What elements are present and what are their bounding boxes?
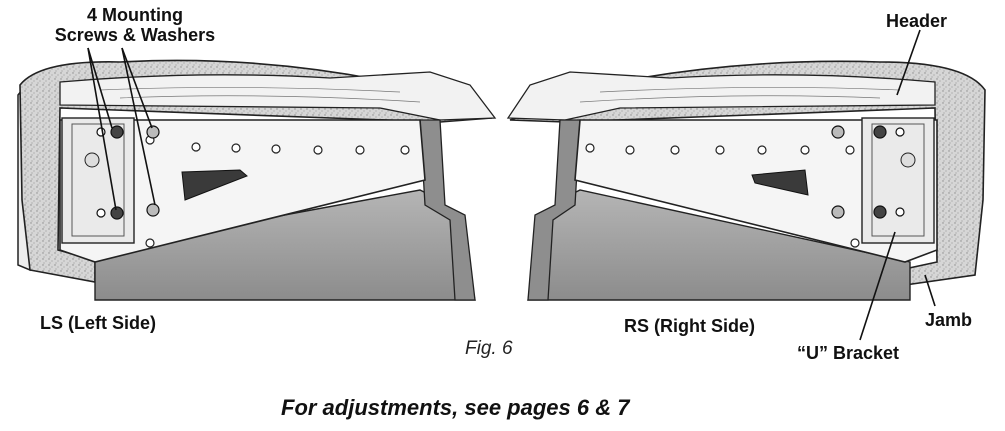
mounting-leader-lines	[87, 47, 156, 211]
left-bracket-plate	[59, 119, 426, 263]
mounting-screws-label: 4 Mounting Screws & Washers	[40, 5, 230, 45]
mounting-label-line1: 4 Mounting	[87, 5, 183, 25]
jamb-label: Jamb	[925, 310, 973, 330]
right-track	[527, 119, 581, 301]
left-track	[419, 119, 476, 301]
right-side-assembly	[506, 29, 986, 341]
left-side-assembly	[17, 47, 497, 301]
u-bracket-label: “U” Bracket	[797, 343, 900, 363]
header-label: Header	[886, 11, 948, 31]
left-slot-cutout	[181, 169, 248, 201]
right-bracket-plate	[574, 119, 938, 263]
right-screws	[831, 125, 905, 219]
right-slot-cutout	[751, 169, 809, 196]
figure-caption: Fig. 6	[465, 338, 513, 359]
left-screws	[96, 125, 160, 220]
adjustments-footer: For adjustments, see pages 6 & 7	[281, 395, 630, 420]
right-u-bracket	[861, 117, 935, 244]
right-side-label: RS (Right Side)	[624, 316, 755, 336]
u-bracket-leader-line	[859, 231, 896, 341]
header-leader-line	[896, 29, 921, 96]
mounting-label-line2: Screws & Washers	[54, 25, 216, 45]
left-side-label: LS (Left Side)	[40, 313, 156, 333]
jamb-leader-line	[924, 274, 936, 307]
left-u-bracket	[61, 117, 135, 244]
